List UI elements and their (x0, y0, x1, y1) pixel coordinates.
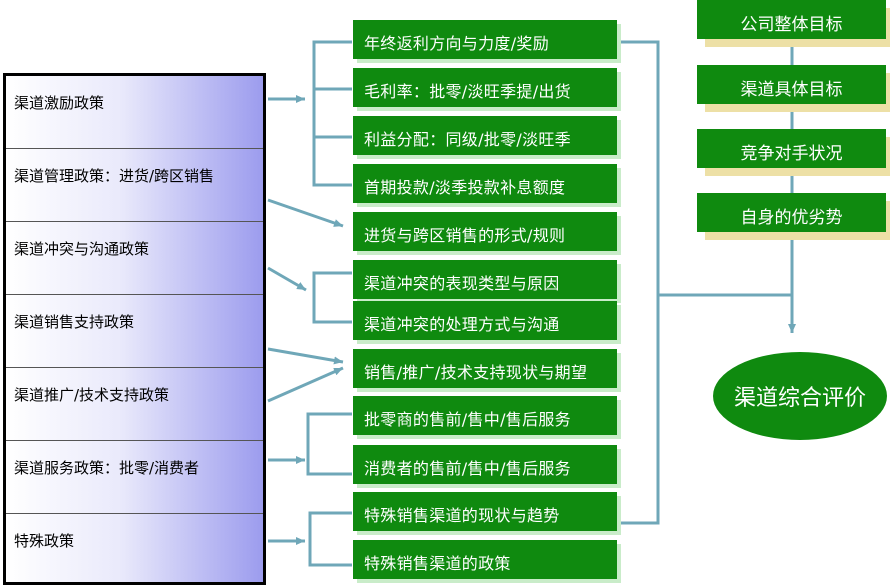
item-box: 销售/推广/技术支持现状与期望 (353, 349, 617, 388)
goal-label: 公司整体目标 (740, 15, 843, 35)
item-box: 首期投款/淡季投款补息额度 (353, 164, 617, 203)
policy-label: 渠道推广/技术支持政策 (14, 386, 170, 404)
item-label: 渠道冲突的表现类型与原因 (364, 274, 560, 293)
policy-panel: 渠道激励政策 渠道管理政策：进货/跨区销售 渠道冲突与沟通政策 渠道销售支持政策… (3, 73, 266, 585)
policy-label: 渠道冲突与沟通政策 (14, 240, 150, 258)
connector-sales-support (267, 347, 344, 365)
item-label: 消费者的售前/售中/售后服务 (364, 459, 571, 478)
policy-row-promotion: 渠道推广/技术支持政策 (6, 368, 263, 441)
connector-conflict (267, 266, 307, 292)
policy-row-incentive: 渠道激励政策 (6, 76, 263, 149)
goal-box: 自身的优劣势 (697, 193, 886, 232)
goal-label: 自身的优劣势 (740, 208, 843, 228)
item-box: 利益分配：同级/批零/淡旺季 (353, 116, 617, 155)
connector-promotion (267, 366, 344, 403)
policy-row-conflict: 渠道冲突与沟通政策 (6, 222, 263, 295)
policy-row-special: 特殊政策 (6, 514, 263, 582)
policy-row-management: 渠道管理政策：进货/跨区销售 (6, 149, 263, 222)
policy-label: 渠道管理政策：进货/跨区销售 (14, 167, 215, 185)
item-label: 渠道冲突的处理方式与沟通 (364, 315, 560, 334)
item-box: 消费者的售前/售中/售后服务 (353, 445, 617, 484)
policy-label: 特殊政策 (14, 532, 75, 550)
goal-box: 公司整体目标 (697, 0, 886, 39)
item-label: 年终返利方向与力度/奖励 (364, 34, 549, 53)
bracket-service (306, 412, 352, 476)
item-box: 毛利率：批零/淡旺季提/出货 (353, 68, 617, 107)
policy-row-sales-support: 渠道销售支持政策 (6, 295, 263, 368)
connector-management (267, 198, 344, 228)
goal-label: 竞争对手状况 (740, 144, 843, 164)
evaluation-label: 渠道综合评价 (733, 386, 866, 411)
item-label: 进货与跨区销售的形式/规则 (364, 226, 566, 245)
item-label: 销售/推广/技术支持现状与期望 (364, 363, 588, 382)
bracket-incentive (312, 40, 352, 187)
policy-label: 渠道销售支持政策 (14, 313, 135, 331)
item-label: 毛利率：批零/淡旺季提/出货 (364, 82, 571, 101)
item-box: 渠道冲突的处理方式与沟通 (353, 301, 617, 340)
item-label: 特殊销售渠道的现状与趋势 (364, 506, 560, 525)
policy-row-service: 渠道服务政策：批零/消费者 (6, 441, 263, 514)
item-box: 特殊销售渠道的现状与趋势 (353, 492, 617, 531)
item-box: 年终返利方向与力度/奖励 (353, 20, 617, 59)
policy-label: 渠道激励政策 (14, 94, 105, 112)
item-box: 渠道冲突的表现类型与原因 (353, 260, 617, 299)
policy-label: 渠道服务政策：批零/消费者 (14, 459, 200, 477)
item-label: 批零商的售前/售中/售后服务 (364, 410, 571, 429)
goal-box: 渠道具体目标 (697, 65, 886, 104)
item-box: 特殊销售渠道的政策 (353, 540, 617, 579)
item-label: 利益分配：同级/批零/淡旺季 (364, 130, 571, 149)
item-label: 特殊销售渠道的政策 (364, 554, 511, 573)
goal-box: 竞争对手状况 (697, 129, 886, 168)
bracket-conflict (312, 271, 352, 324)
bracket-special (308, 511, 352, 567)
collector-right (617, 40, 660, 525)
item-box: 批零商的售前/售中/售后服务 (353, 396, 617, 435)
item-box: 进货与跨区销售的形式/规则 (353, 212, 617, 251)
goal-label: 渠道具体目标 (740, 80, 843, 100)
evaluation-ellipse: 渠道综合评价 (713, 352, 887, 440)
item-label: 首期投款/淡季投款补息额度 (364, 178, 566, 197)
